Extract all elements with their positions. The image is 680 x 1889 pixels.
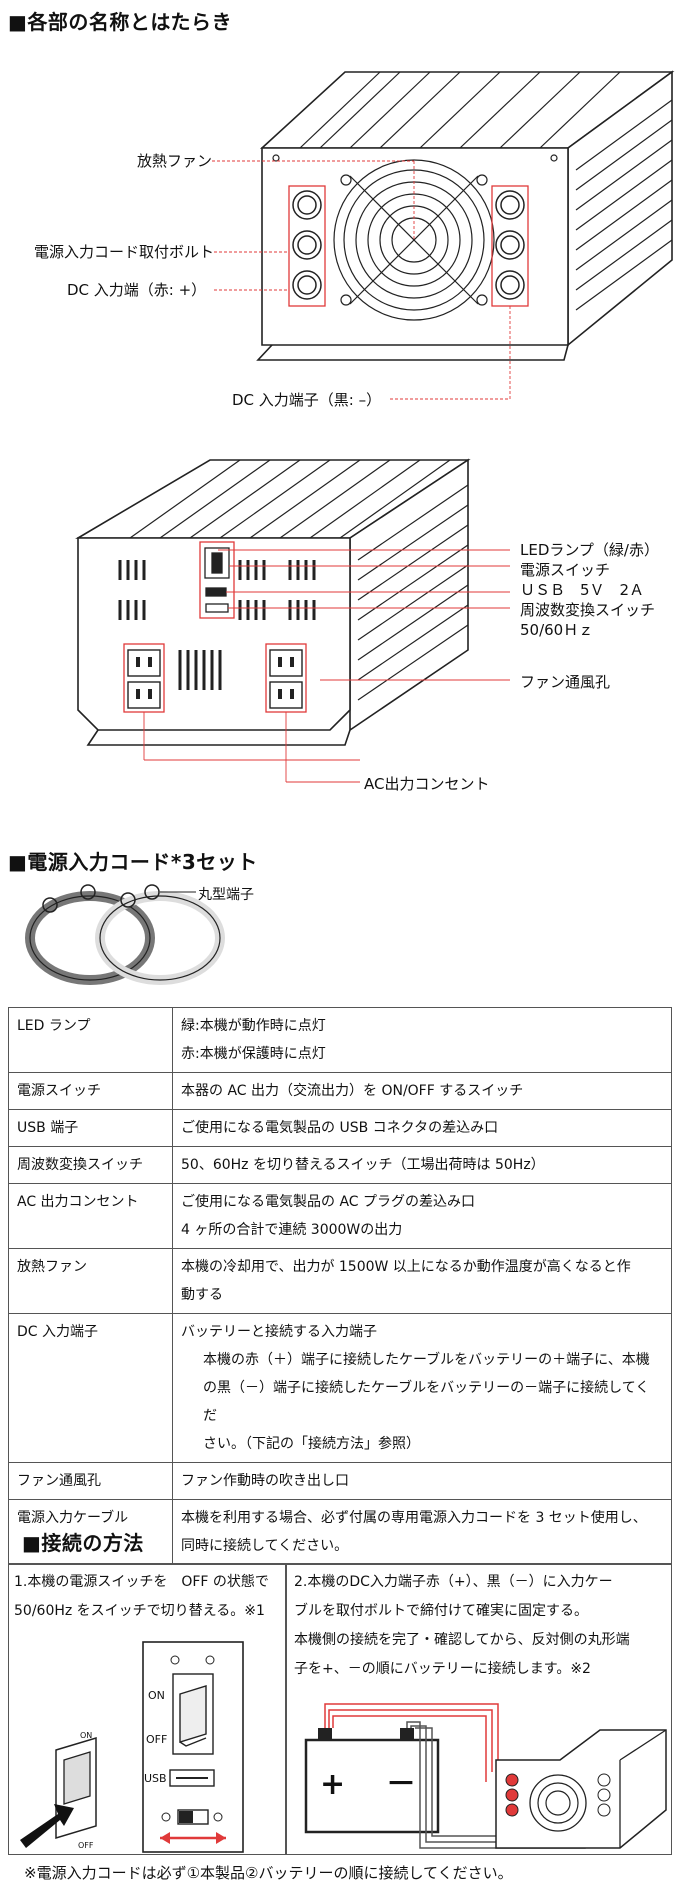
spec-table: LED ランプ緑:本機が動作時に点灯赤:本機が保護時に点灯電源スイッチ本器の A… <box>8 1007 672 1565</box>
spec-description-line: 4 ヶ所の合計で連続 3000Wの出力 <box>181 1222 403 1238</box>
label-dc-in-red: DC 入力端（赤: +） <box>67 281 207 299</box>
switch-label-on: ON <box>80 1731 93 1740</box>
label-fan: 放熱ファン <box>137 152 213 170</box>
step1-line: 50/60Hz をスイッチで切り替える。※1 <box>14 1603 265 1619</box>
spec-row: USB 端子ご使用になる電気製品の USB コネクタの差込み口 <box>8 1109 672 1147</box>
step1-text: 1.本機の電源スイッチを OFF の状態で 50/60Hz をスイッチで切り替え… <box>14 1568 269 1626</box>
connection-note: ※電源入力コードは必ず①本製品②バッテリーの順に接続してください。 <box>24 1864 513 1882</box>
battery-plus-sign: + <box>320 1767 346 1802</box>
spec-row: DC 入力端子バッテリーと接続する入力端子本機の赤（＋）端子に接続したケーブルを… <box>8 1313 672 1463</box>
label-ac-outlet: AC出力コンセント <box>364 775 490 793</box>
inverter-front-illustration <box>212 70 675 400</box>
section-title-connection: ■接続の方法 <box>22 1531 144 1555</box>
spec-name: 電源スイッチ <box>8 1072 173 1110</box>
spec-description: バッテリーと接続する入力端子本機の赤（＋）端子に接続したケーブルをバッテリーの＋… <box>172 1313 672 1463</box>
label-freq-value: 50/60Ｈｚ <box>520 621 594 639</box>
spec-row: 電源入力ケーブル本機を利用する場合、必ず付属の専用電源入力コードを 3 セット使… <box>8 1499 672 1565</box>
spec-description-line: ご使用になる電気製品の USB コネクタの差込み口 <box>181 1120 499 1136</box>
step2-line: 本機側の接続を完了・確認してから、反対側の丸形端 <box>294 1632 630 1648</box>
spec-name: 電源入力ケーブル <box>8 1499 173 1565</box>
label-power-switch: 電源スイッチ <box>520 561 611 579</box>
label-round-terminal: 丸型端子 <box>198 887 254 903</box>
spec-description-line: ご使用になる電気製品の AC プラグの差込み口 <box>181 1194 476 1210</box>
label-freq-switch: 周波数変換スイッチ <box>520 601 656 619</box>
spec-description: ファン作動時の吹き出し口 <box>172 1462 672 1500</box>
spec-description: 50、60Hz を切り替えるスイッチ（工場出荷時は 50Hz） <box>172 1146 672 1184</box>
spec-description: ご使用になる電気製品の AC プラグの差込み口 4 ヶ所の合計で連続 3000Wの… <box>172 1183 672 1249</box>
spec-description: ご使用になる電気製品の USB コネクタの差込み口 <box>172 1109 672 1147</box>
step2-line: 子を+、－の順にバッテリーに接続します。※2 <box>294 1661 591 1677</box>
step1-box <box>8 1563 286 1855</box>
panel-label-off: OFF <box>146 1733 168 1746</box>
label-vent: ファン通風孔 <box>520 673 611 691</box>
section-title-cord: ■電源入力コード*3セット <box>8 850 258 874</box>
battery-minus-sign: － <box>386 1767 416 1802</box>
spec-description-line: 本機を利用する場合、必ず付属の専用電源入力コードを 3 セット使用し、 <box>181 1510 647 1526</box>
step2-line: 2.本機のDC入力端子赤（+）、黒（－）に入力ケー <box>294 1574 613 1590</box>
spec-description: 本機の冷却用で、出力が 1500W 以上になるか動作温度が高くなると作動する <box>172 1248 672 1314</box>
label-bolt: 電源入力コード取付ボルト <box>34 243 215 261</box>
spec-description-line: 緑:本機が動作時に点灯 <box>181 1018 326 1034</box>
spec-description-line: 50、60Hz を切り替えるスイッチ（工場出荷時は 50Hz） <box>181 1157 545 1173</box>
step2-line: ブルを取付ボルトで締付けて確実に固定する。 <box>294 1603 588 1619</box>
spec-row: LED ランプ緑:本機が動作時に点灯赤:本機が保護時に点灯 <box>8 1007 672 1073</box>
spec-row: 周波数変換スイッチ 50、60Hz を切り替えるスイッチ（工場出荷時は 50Hz） <box>8 1146 672 1184</box>
spec-description-line: 赤:本機が保護時に点灯 <box>181 1046 326 1062</box>
spec-description-line: ファン作動時の吹き出し口 <box>181 1473 349 1489</box>
spec-name: AC 出力コンセント <box>8 1183 173 1249</box>
step2-box <box>286 1563 672 1855</box>
spec-description-line: の黒（－）端子に接続したケーブルをバッテリーの－端子に接続してくだ <box>203 1380 650 1424</box>
spec-description: 緑:本機が動作時に点灯赤:本機が保護時に点灯 <box>172 1007 672 1073</box>
spec-name: LED ランプ <box>8 1007 173 1073</box>
section-title-parts: ■各部の名称とはたらき <box>8 10 232 34</box>
step2-text: 2.本機のDC入力端子赤（+）、黒（－）に入力ケー ブルを取付ボルトで締付けて確… <box>294 1568 630 1684</box>
panel-label-usb: USB <box>144 1772 167 1785</box>
spec-description-line: 本器の AC 出力（交流出力）を ON/OFF するスイッチ <box>181 1083 524 1099</box>
spec-name: 放熱ファン <box>8 1248 173 1314</box>
spec-row: ファン通風孔ファン作動時の吹き出し口 <box>8 1462 672 1500</box>
label-dc-in-black: DC 入力端子（黒: –） <box>232 391 382 409</box>
spec-name: DC 入力端子 <box>8 1313 173 1463</box>
spec-name: ファン通風孔 <box>8 1462 173 1500</box>
spec-description-line: 本機の赤（＋）端子に接続したケーブルをバッテリーの＋端子に、本機 <box>203 1352 650 1368</box>
spec-row: 電源スイッチ本器の AC 出力（交流出力）を ON/OFF するスイッチ <box>8 1072 672 1110</box>
spec-row: AC 出力コンセントご使用になる電気製品の AC プラグの差込み口 4 ヶ所の合計… <box>8 1183 672 1249</box>
spec-description: 本器の AC 出力（交流出力）を ON/OFF するスイッチ <box>172 1072 672 1110</box>
spec-description-line: 本機の冷却用で、出力が 1500W 以上になるか動作温度が高くなると作 <box>181 1259 631 1275</box>
spec-description: 本機を利用する場合、必ず付属の専用電源入力コードを 3 セット使用し、同時に接続… <box>172 1499 672 1565</box>
step1-line: 1.本機の電源スイッチを OFF の状態で <box>14 1574 269 1590</box>
spec-description-line: さい。（下記の「接続方法」参照） <box>203 1436 420 1452</box>
spec-description-line: バッテリーと接続する入力端子 <box>181 1324 377 1340</box>
spec-name: 周波数変換スイッチ <box>8 1146 173 1184</box>
spec-description-line: 同時に接続してください。 <box>181 1538 349 1554</box>
spec-name: USB 端子 <box>8 1109 173 1147</box>
spec-description-line: 動する <box>181 1287 223 1303</box>
panel-label-on: ON <box>148 1689 165 1702</box>
label-led: LEDランプ（緑/赤） <box>520 541 659 559</box>
label-usb: ＵＳＢ 5Ｖ 2Ａ <box>520 581 645 599</box>
spec-row: 放熱ファン本機の冷却用で、出力が 1500W 以上になるか動作温度が高くなると作… <box>8 1248 672 1314</box>
switch-label-off: OFF <box>78 1841 94 1850</box>
